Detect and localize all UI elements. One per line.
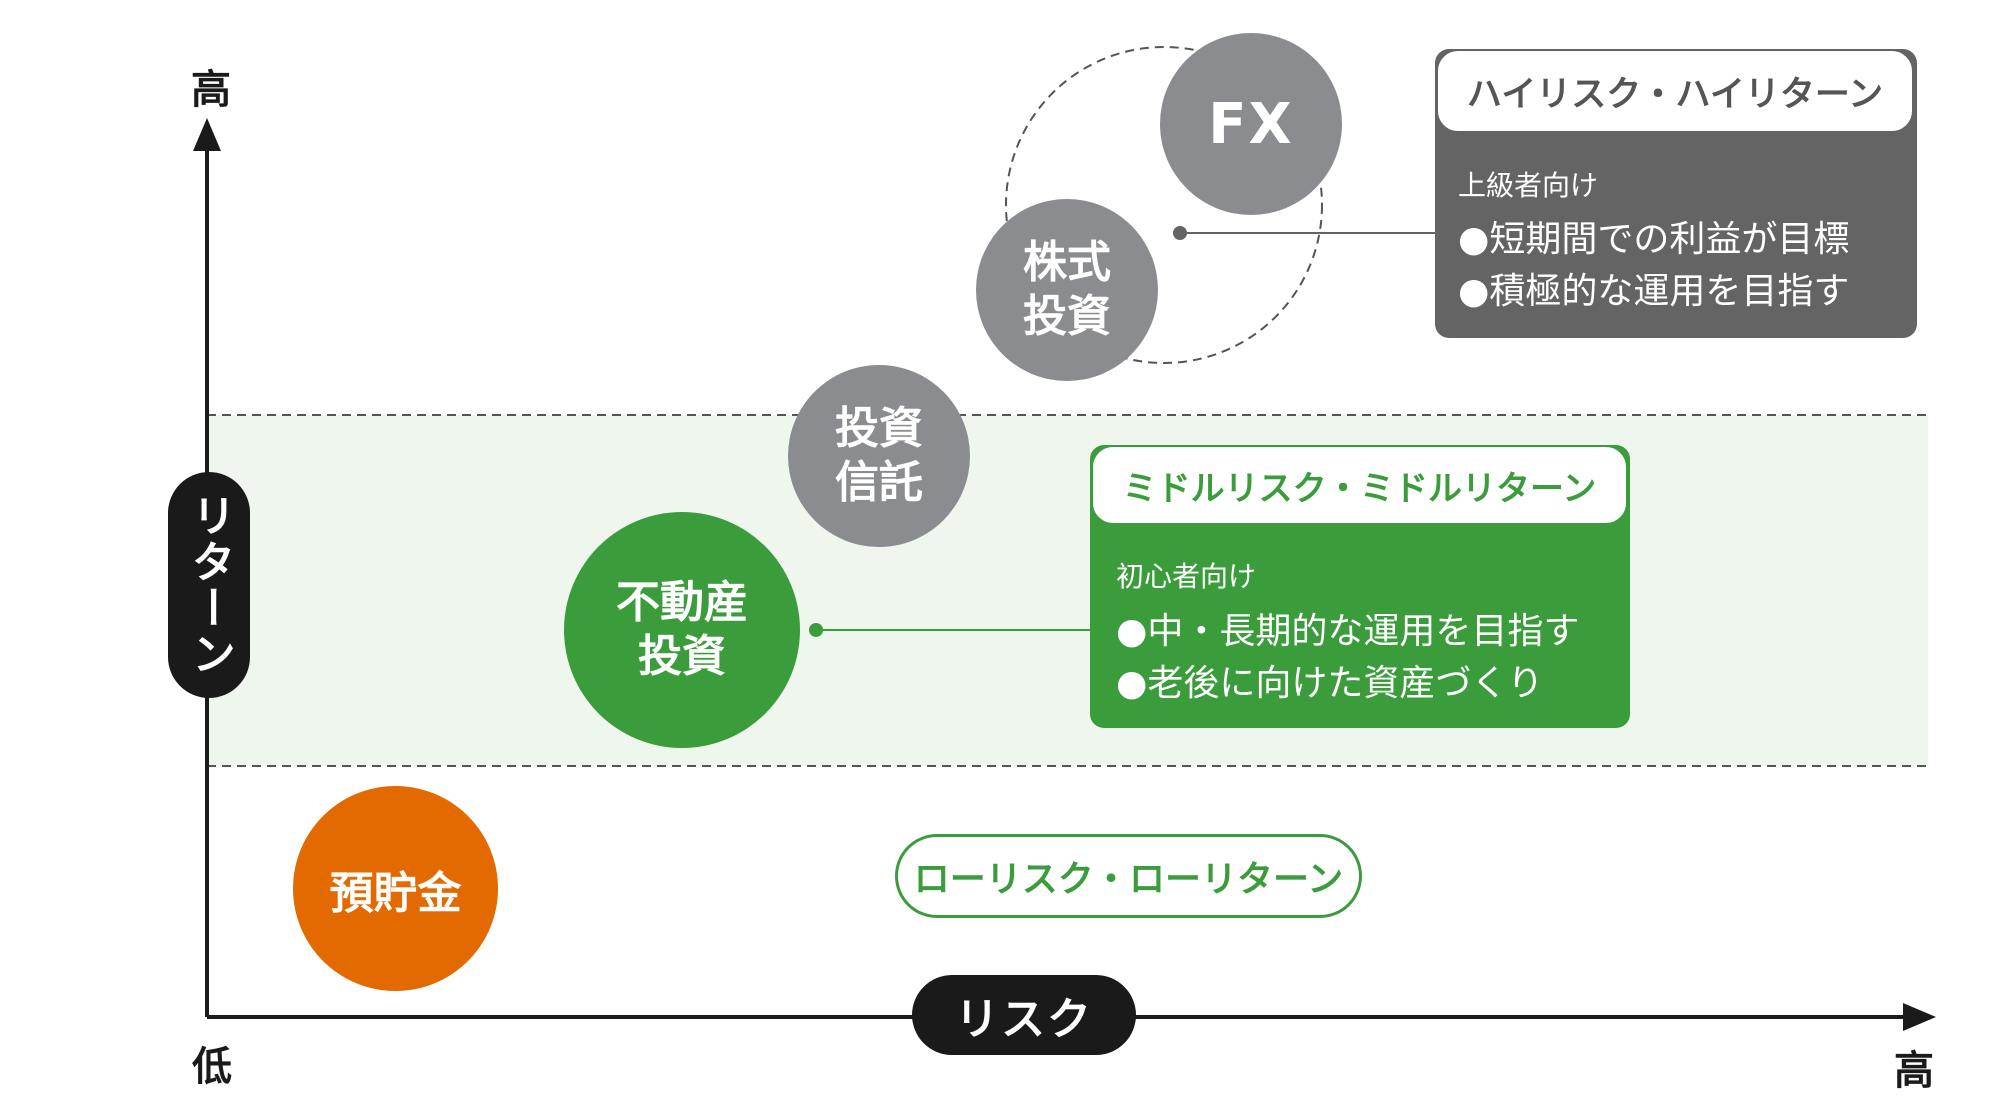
bubble-stocks: 株式 投資 [976, 199, 1158, 381]
high-zone-connector-dot [1173, 226, 1187, 240]
bubble-fx: FX [1160, 33, 1342, 215]
middle-zone-point: ●中・長期的な運用を目指す [1116, 611, 1580, 652]
middle-zone-point: ●老後に向けた資産づくり [1116, 663, 1544, 704]
high-zone-point: ●積極的な運用を目指す [1458, 271, 1850, 312]
bubble-real-estate: 不動産 投資 [564, 512, 800, 748]
y-axis-high-label: 高 [191, 67, 231, 113]
x-axis-arrowhead [1903, 1003, 1936, 1031]
high-zone-dashed-circle [1005, 46, 1323, 364]
bubble-investment-trust: 投資 信託 [788, 365, 970, 547]
middle-zone-band [207, 415, 1928, 766]
origin-low-label: 低 [192, 1044, 232, 1090]
high-zone-point: ●短期間での利益が目標 [1458, 219, 1850, 260]
bubble-savings: 預貯金 [293, 786, 498, 991]
low-zone-title: ローリスク・ローリターン [895, 834, 1362, 918]
high-zone-audience: 上級者向け [1458, 169, 1599, 202]
high-zone-title: ハイリスク・ハイリターン [1436, 49, 1914, 133]
middle-zone-connector-dot [809, 623, 823, 637]
middle-zone-title: ミドルリスク・ミドルリターン [1091, 445, 1628, 525]
y-axis-arrowhead [193, 118, 221, 151]
middle-zone-audience: 初心者向け [1116, 560, 1257, 593]
y-axis-name-pill: リターン [168, 472, 250, 698]
x-axis-high-label: 高 [1894, 1048, 1934, 1094]
x-axis-name-pill: リスク [912, 975, 1136, 1055]
